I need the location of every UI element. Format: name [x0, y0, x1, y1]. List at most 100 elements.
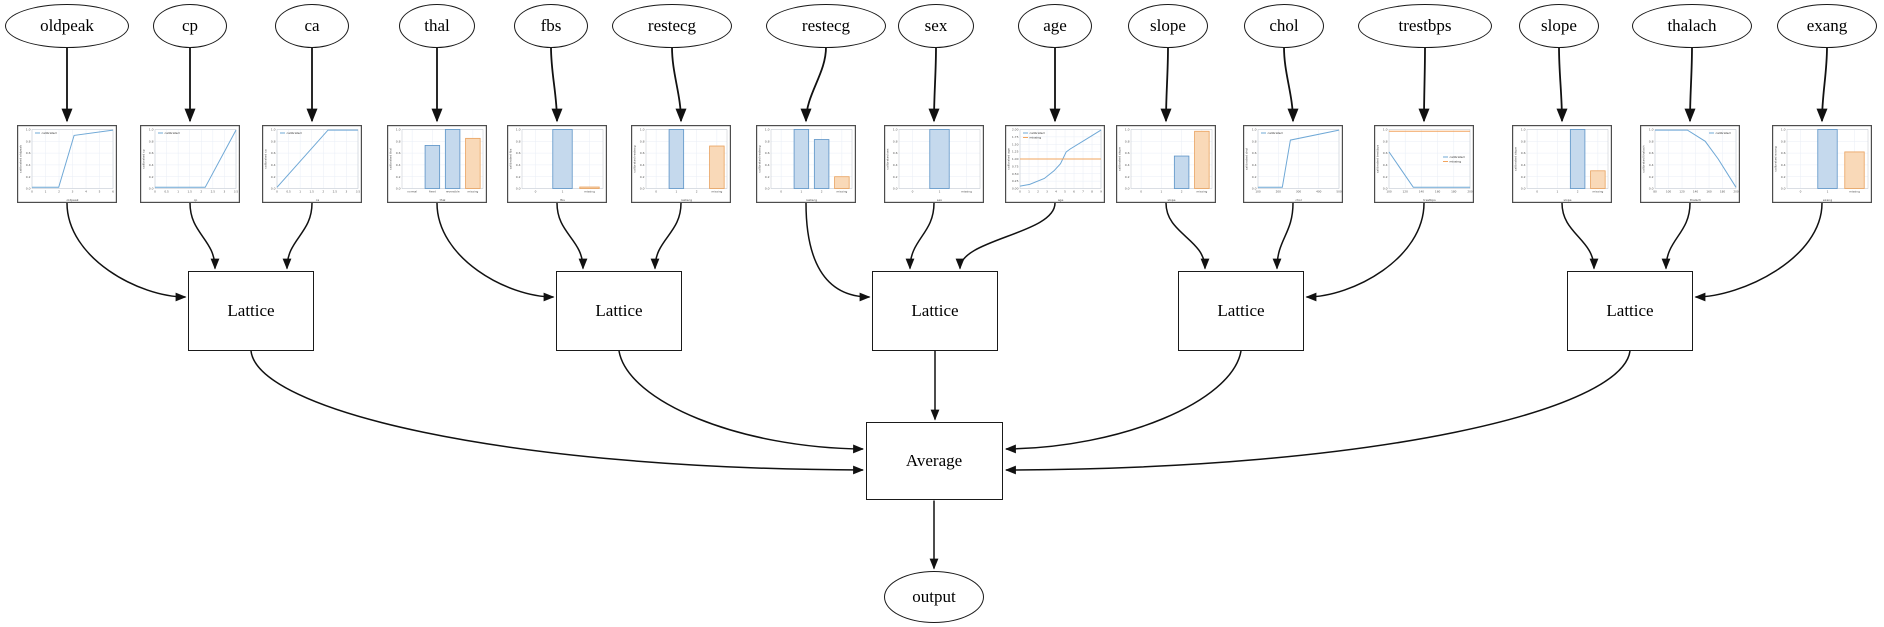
svg-text:2: 2 — [200, 190, 202, 194]
svg-text:1: 1 — [800, 190, 802, 194]
svg-text:calibrated: calibrated — [287, 131, 302, 135]
svg-text:thalach: thalach — [1690, 198, 1701, 202]
svg-text:100: 100 — [1386, 190, 1392, 194]
edge-chart-trestbps-to-lattice-4 — [1305, 202, 1425, 302]
svg-text:trestbps: trestbps — [1423, 198, 1436, 202]
svg-text:calibrated age: calibrated age — [1007, 148, 1011, 170]
svg-text:0.6: 0.6 — [26, 151, 31, 155]
svg-text:missing: missing — [712, 190, 723, 194]
svg-text:0.8: 0.8 — [271, 139, 276, 143]
feature-node-sex: sex — [898, 4, 974, 48]
svg-text:0.2: 0.2 — [893, 175, 898, 179]
svg-text:0.4: 0.4 — [893, 163, 898, 167]
svg-text:1: 1 — [1827, 190, 1829, 194]
svg-text:500: 500 — [1336, 190, 1342, 194]
lattice-node-4-label: Lattice — [1217, 301, 1265, 320]
edge-chart-fbs-to-lattice-2 — [556, 202, 588, 270]
edge-restecg-to-chart — [671, 46, 687, 123]
feature-node-slope-label: slope — [1150, 16, 1186, 35]
svg-text:1.00: 1.00 — [1012, 157, 1019, 161]
svg-text:2: 2 — [1577, 190, 1579, 194]
average-node: Average — [865, 422, 1003, 500]
svg-text:exang: exang — [1823, 198, 1832, 202]
lattice-node-3-label: Lattice — [911, 301, 959, 320]
svg-text:ca: ca — [316, 198, 320, 202]
svg-text:0.0: 0.0 — [1781, 187, 1786, 191]
svg-text:0.0: 0.0 — [1649, 187, 1654, 191]
svg-text:0.50: 0.50 — [1012, 172, 1019, 176]
svg-text:1: 1 — [1160, 190, 1162, 194]
feature-node-ca-label: ca — [304, 16, 320, 35]
svg-text:0.4: 0.4 — [1521, 163, 1526, 167]
svg-text:300: 300 — [1296, 190, 1302, 194]
svg-text:0.6: 0.6 — [1521, 151, 1526, 155]
svg-text:0.0: 0.0 — [893, 187, 898, 191]
svg-text:0.4: 0.4 — [149, 163, 154, 167]
feature-node-cp: cp — [153, 4, 227, 48]
svg-text:140: 140 — [1693, 190, 1699, 194]
svg-text:calibrated slope: calibrated slope — [1514, 147, 1518, 171]
svg-text:0.2: 0.2 — [1252, 175, 1257, 179]
svg-text:0.5: 0.5 — [164, 190, 169, 194]
svg-text:0.0: 0.0 — [149, 187, 154, 191]
edge-chol-to-chart — [1283, 46, 1299, 123]
svg-text:0.0: 0.0 — [396, 187, 401, 191]
svg-text:missing: missing — [961, 190, 972, 194]
svg-text:1: 1 — [675, 190, 677, 194]
svg-text:0.8: 0.8 — [396, 139, 401, 143]
svg-text:0.6: 0.6 — [893, 151, 898, 155]
svg-text:1.0: 1.0 — [396, 128, 401, 132]
lattice-node-5-label: Lattice — [1606, 301, 1654, 320]
svg-text:1: 1 — [939, 190, 941, 194]
edge-restecg-to-chart — [800, 46, 827, 123]
edge-chart-restecg-to-lattice-2 — [650, 202, 682, 270]
svg-text:200: 200 — [1276, 190, 1282, 194]
feature-node-slope-label: slope — [1541, 16, 1577, 35]
svg-text:0.2: 0.2 — [26, 175, 31, 179]
svg-text:0.8: 0.8 — [640, 139, 645, 143]
svg-text:1: 1 — [45, 190, 47, 194]
svg-text:1.0: 1.0 — [516, 128, 521, 132]
svg-text:0.6: 0.6 — [1252, 151, 1257, 155]
svg-text:calibrated cp: calibrated cp — [142, 149, 146, 169]
lattice-node-2-label: Lattice — [595, 301, 643, 320]
svg-text:1.50: 1.50 — [1012, 142, 1019, 146]
edge-sex-to-chart — [928, 46, 940, 123]
svg-text:200: 200 — [1733, 190, 1739, 194]
lattice-node-1: Lattice — [188, 271, 314, 351]
svg-text:1: 1 — [177, 190, 179, 194]
svg-text:0.8: 0.8 — [1649, 139, 1654, 143]
edge-slope-to-chart — [1160, 46, 1172, 123]
svg-text:0.2: 0.2 — [1383, 175, 1388, 179]
svg-text:2: 2 — [1181, 190, 1183, 194]
svg-text:2: 2 — [696, 190, 698, 194]
svg-text:fbs: fbs — [560, 198, 565, 202]
svg-text:0.6: 0.6 — [1125, 151, 1130, 155]
svg-text:calibrated thal: calibrated thal — [389, 148, 393, 170]
edge-fbs-to-chart — [550, 46, 563, 123]
svg-text:0.25: 0.25 — [1012, 179, 1019, 183]
svg-text:9: 9 — [1100, 190, 1102, 194]
edge-exang-to-chart — [1816, 46, 1828, 123]
edge-lattice-4-to-average — [1004, 350, 1242, 454]
svg-text:slope: slope — [1564, 198, 1572, 202]
svg-text:calibrated restecg: calibrated restecg — [633, 145, 637, 172]
svg-text:120: 120 — [1403, 190, 1409, 194]
feature-node-cp-label: cp — [181, 16, 199, 35]
svg-text:2: 2 — [58, 190, 60, 194]
svg-text:calibrated: calibrated — [1716, 131, 1731, 135]
